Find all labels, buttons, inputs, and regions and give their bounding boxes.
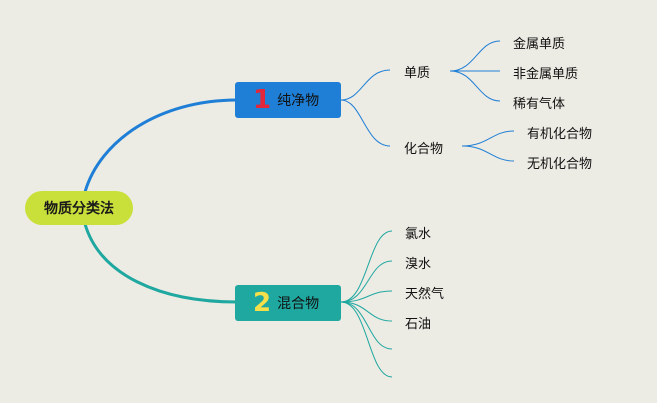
node-organic-compound[interactable]: 有机化合物	[527, 127, 593, 142]
branch-node-mixture[interactable]: 2 混合物	[235, 285, 341, 321]
node-chlorine-water[interactable]: 氯水	[405, 227, 432, 242]
node-noble-gas[interactable]: 稀有气体	[513, 97, 566, 112]
node-petroleum[interactable]: 石油	[405, 317, 432, 332]
branch-label-pure-substance: 纯净物	[277, 93, 320, 109]
node-natural-gas[interactable]: 天然气	[405, 287, 445, 302]
root-node[interactable]: 物质分类法	[25, 191, 133, 225]
root-label: 物质分类法	[44, 201, 114, 217]
branch-number-1: 1	[253, 85, 272, 115]
node-compound[interactable]: 化合物	[404, 142, 444, 157]
node-inorganic-compound[interactable]: 无机化合物	[527, 157, 593, 172]
branch-number-2: 2	[253, 288, 272, 318]
node-bromine-water[interactable]: 溴水	[405, 257, 432, 272]
node-nonmetal-element[interactable]: 非金属单质	[513, 67, 579, 82]
branch-node-pure-substance[interactable]: 1 纯净物	[235, 82, 341, 118]
node-element[interactable]: 单质	[404, 66, 431, 81]
node-metal-element[interactable]: 金属单质	[513, 37, 566, 52]
branch-label-mixture: 混合物	[277, 296, 320, 312]
